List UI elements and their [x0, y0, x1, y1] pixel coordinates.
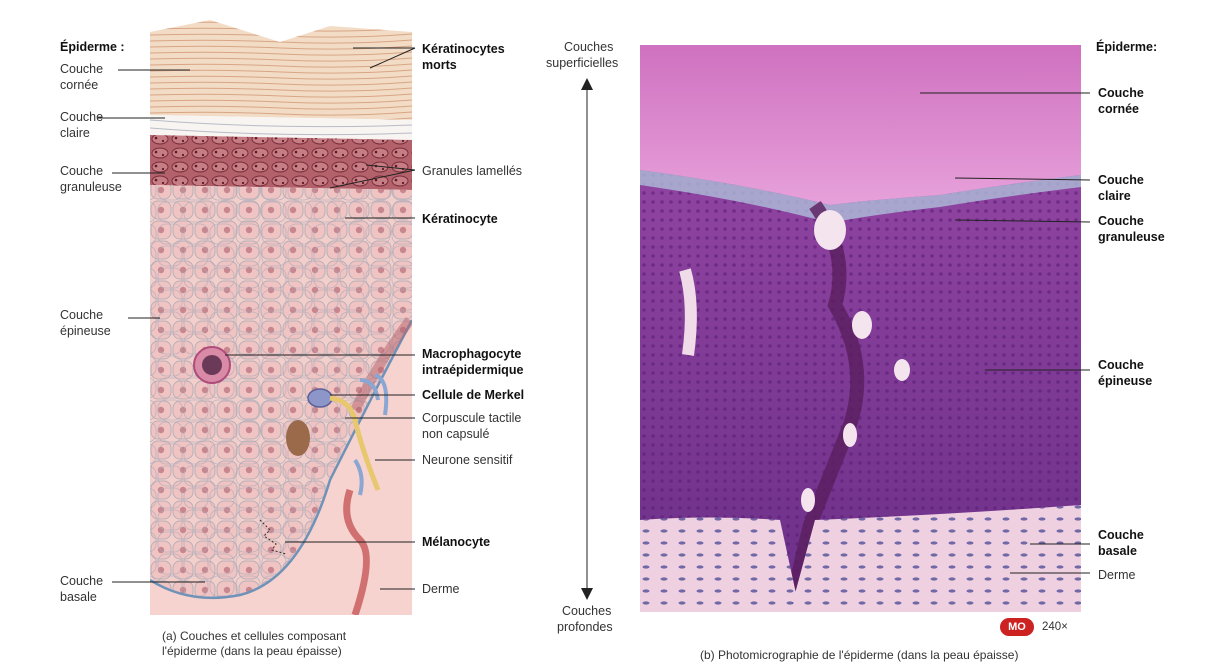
- label-a-claire-2: claire: [60, 126, 90, 141]
- caption-b: (b) Photomicrographie de l'épiderme (dan…: [700, 648, 1018, 662]
- label-keratinocytes-morts-1: Kératinocytes: [422, 42, 505, 57]
- label-b-claire-2: claire: [1098, 189, 1131, 204]
- label-a-claire-1: Couche: [60, 110, 103, 125]
- label-b-derme: Derme: [1098, 568, 1136, 583]
- caption-a-2: l'épiderme (dans la peau épaisse): [162, 644, 342, 658]
- label-b-basale-1: Couche: [1098, 528, 1144, 543]
- panel-b-heading: Épiderme:: [1096, 40, 1157, 55]
- label-a-cornee-1: Couche: [60, 62, 103, 77]
- label-neurone-sensitif: Neurone sensitif: [422, 453, 512, 468]
- label-a-basale-1: Couche: [60, 574, 103, 589]
- panel-a-heading: Épiderme :: [60, 40, 125, 55]
- label-a-epineuse-2: épineuse: [60, 324, 111, 339]
- label-b-epineuse-1: Couche: [1098, 358, 1144, 373]
- label-a-derme: Derme: [422, 582, 460, 597]
- label-b-basale-2: basale: [1098, 544, 1137, 559]
- mo-badge: MO: [1000, 618, 1034, 636]
- axis-bottom-1: Couches: [562, 604, 611, 619]
- label-b-epineuse-2: épineuse: [1098, 374, 1152, 389]
- label-granules-lamelles: Granules lamellés: [422, 164, 522, 179]
- label-keratinocytes-morts-2: morts: [422, 58, 457, 73]
- label-cellule-merkel: Cellule de Merkel: [422, 388, 524, 403]
- label-a-epineuse-1: Couche: [60, 308, 103, 323]
- label-macrophagocyte-2: intraépidermique: [422, 363, 523, 378]
- axis-bottom-2: profondes: [557, 620, 613, 635]
- label-a-basale-2: basale: [60, 590, 97, 605]
- label-melanocyte: Mélanocyte: [422, 535, 490, 550]
- caption-a-1: (a) Couches et cellules composant: [162, 629, 346, 643]
- label-b-cornee-2: cornée: [1098, 102, 1139, 117]
- label-b-claire-1: Couche: [1098, 173, 1144, 188]
- label-macrophagocyte-1: Macrophagocyte: [422, 347, 521, 362]
- label-corpuscule-2: non capsulé: [422, 427, 489, 442]
- axis-top-1: Couches: [564, 40, 613, 55]
- label-a-cornee-2: cornée: [60, 78, 98, 93]
- label-b-granuleuse-2: granuleuse: [1098, 230, 1165, 245]
- label-a-granuleuse-1: Couche: [60, 164, 103, 179]
- label-b-granuleuse-1: Couche: [1098, 214, 1144, 229]
- label-b-cornee-1: Couche: [1098, 86, 1144, 101]
- magnification: 240×: [1042, 620, 1068, 635]
- label-a-granuleuse-2: granuleuse: [60, 180, 122, 195]
- label-corpuscule-1: Corpuscule tactile: [422, 411, 521, 426]
- label-keratinocyte: Kératinocyte: [422, 212, 498, 227]
- axis-top-2: superficielles: [546, 56, 618, 71]
